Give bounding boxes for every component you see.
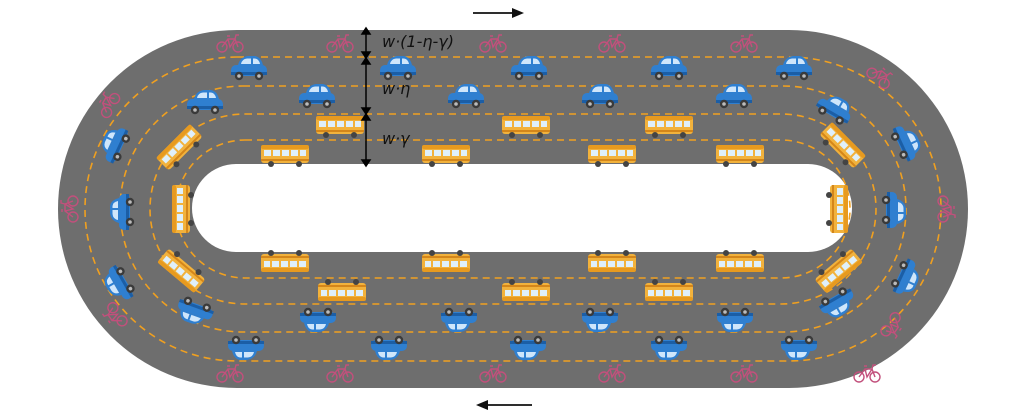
- left-arrow-icon: [476, 400, 532, 410]
- outer-lane-width-label: w·(1-η-γ): [382, 32, 454, 51]
- lane-width-annotations: [360, 26, 372, 168]
- infield: [192, 164, 852, 252]
- inner-lane-width-label: w·γ: [382, 129, 411, 148]
- middle-lane-width-label: w·η: [382, 79, 410, 98]
- right-arrow-icon: [473, 8, 524, 18]
